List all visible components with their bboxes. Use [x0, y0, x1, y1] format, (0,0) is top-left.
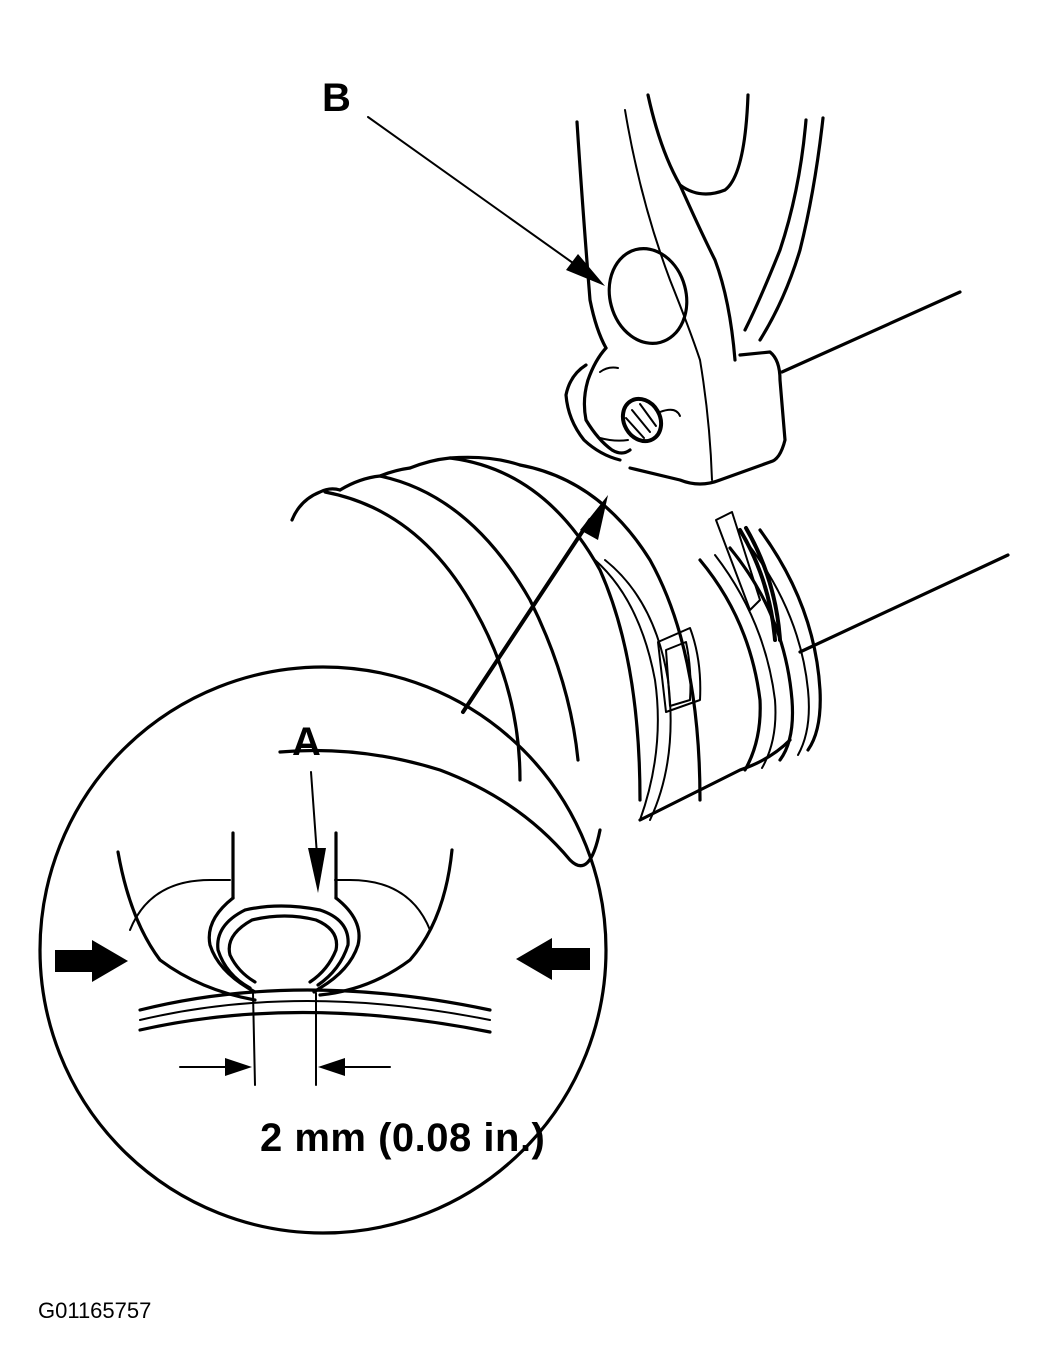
compress-right-arrow: [516, 938, 590, 980]
boot-clamp-band: [638, 511, 822, 822]
detail-inset: [38, 665, 608, 1235]
dimension-label: 2 mm (0.08 in.): [260, 1116, 546, 1160]
callout-b-label: B: [322, 76, 351, 120]
drive-shaft: [780, 290, 1010, 654]
callout-b-leader: [367, 116, 605, 286]
compress-left-arrow: [55, 940, 128, 982]
clamp-pliers: [564, 93, 825, 486]
figure-id: G01165757: [38, 1298, 152, 1323]
boot-body: [278, 455, 702, 868]
inset-leader-arrow: [461, 495, 608, 714]
callout-a-label: A: [292, 720, 321, 764]
callout-a-leader: [308, 771, 326, 893]
